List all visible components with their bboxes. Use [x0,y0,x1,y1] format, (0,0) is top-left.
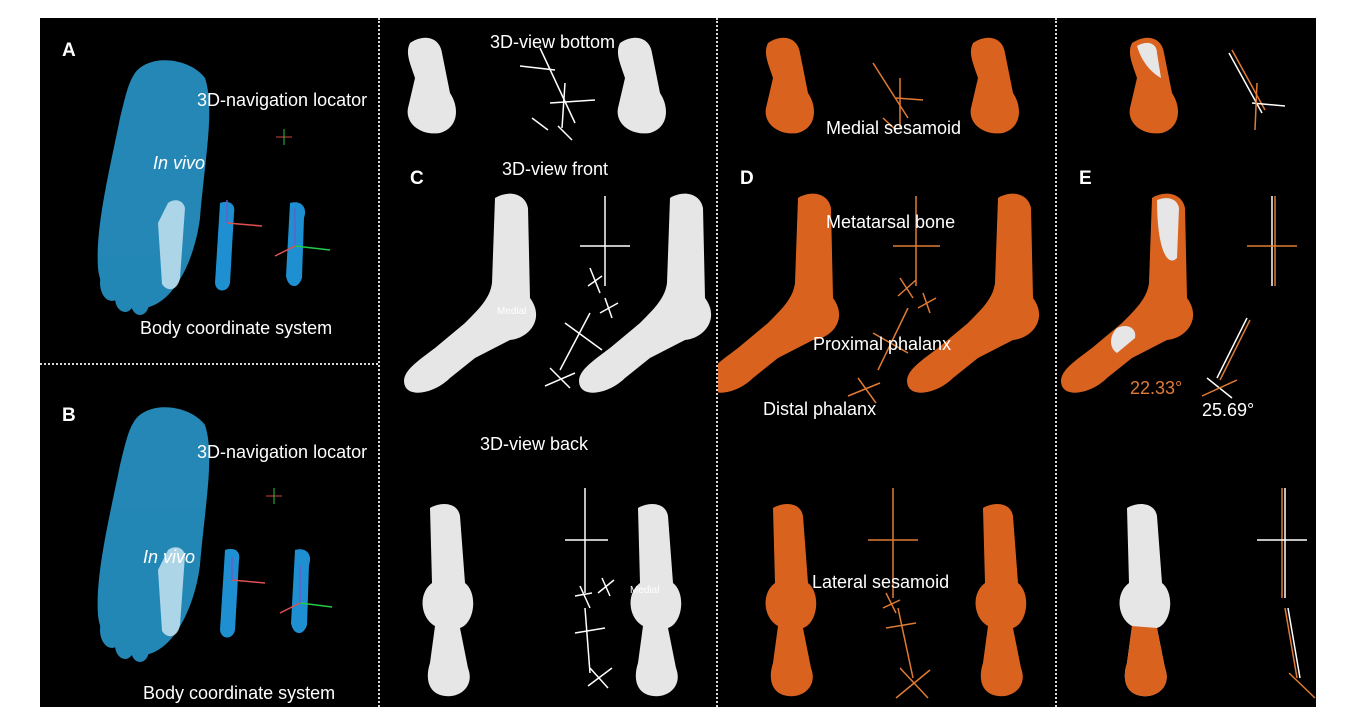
panel-b: B 3D-navigation locator In vivo Body coo… [40,365,378,707]
panel-e: E 22.33° 25.69° [1057,18,1316,707]
panel-d: D Medial sesamoid Metatarsal bone Proxim… [718,18,1055,707]
axes-back-d [868,488,930,698]
axes-back-e [1257,488,1315,698]
panel-b-label: B [62,405,76,427]
panel-e-graphic [1057,18,1316,707]
foot-model-b [98,407,210,662]
lateral-sesamoid-label: Lateral sesamoid [812,572,949,593]
invivo-label-b: In vivo [143,547,195,568]
locator-label-b: 3D-navigation locator [197,442,367,463]
panel-c: C 3D-view bottom 3D-view front 3D-view b… [380,18,716,707]
coord-label-a: Body coordinate system [140,318,332,339]
locator-crosshair-a [276,129,292,145]
view-back-label: 3D-view back [480,434,588,455]
bones-back-d [766,504,1027,696]
view-front-label: 3D-view front [502,159,608,180]
distal-phalanx-label: Distal phalanx [763,399,876,420]
small-bones-a [215,202,305,291]
invivo-label-a: In vivo [153,153,205,174]
locator-label-a: 3D-navigation locator [197,90,367,111]
angle-white-label: 25.69° [1202,400,1254,421]
axes-bottom-c [520,48,595,140]
figure-frame: A 3D-navigation locator In vivo Body coo… [40,18,1316,707]
axes-bottom-e [1229,50,1285,130]
medial-sesamoid-label: Medial sesamoid [826,118,961,139]
bones-front-c [404,194,711,393]
medial-front-label: Medial [497,306,526,317]
axes-back-c [565,488,614,688]
foot-model-a [98,60,210,315]
panel-a-graphic [40,18,378,363]
medial-back-label: Medial [630,585,659,596]
proximal-phalanx-label: Proximal phalanx [813,334,951,355]
panel-b-graphic [40,365,378,707]
panel-a: A 3D-navigation locator In vivo Body coo… [40,18,378,363]
panel-c-label: C [410,168,424,190]
panel-d-label: D [740,168,754,190]
locator-crosshair-b [266,488,282,504]
axes-front-e [1202,196,1297,398]
bones-back-e [1120,504,1171,696]
bones-back-c [423,504,682,696]
bones-bottom-e [1130,38,1178,134]
axes-a [227,200,330,256]
axes-b [232,557,332,613]
coord-label-b: Body coordinate system [143,683,335,704]
bones-front-e [1061,194,1193,393]
panel-e-label: E [1079,168,1092,190]
angle-orange-label: 22.33° [1130,378,1182,399]
panel-a-label: A [62,40,76,62]
small-bones-b [220,549,310,638]
panel-c-graphic [380,18,716,707]
view-bottom-label: 3D-view bottom [490,32,615,53]
metatarsal-label: Metatarsal bone [826,212,955,233]
